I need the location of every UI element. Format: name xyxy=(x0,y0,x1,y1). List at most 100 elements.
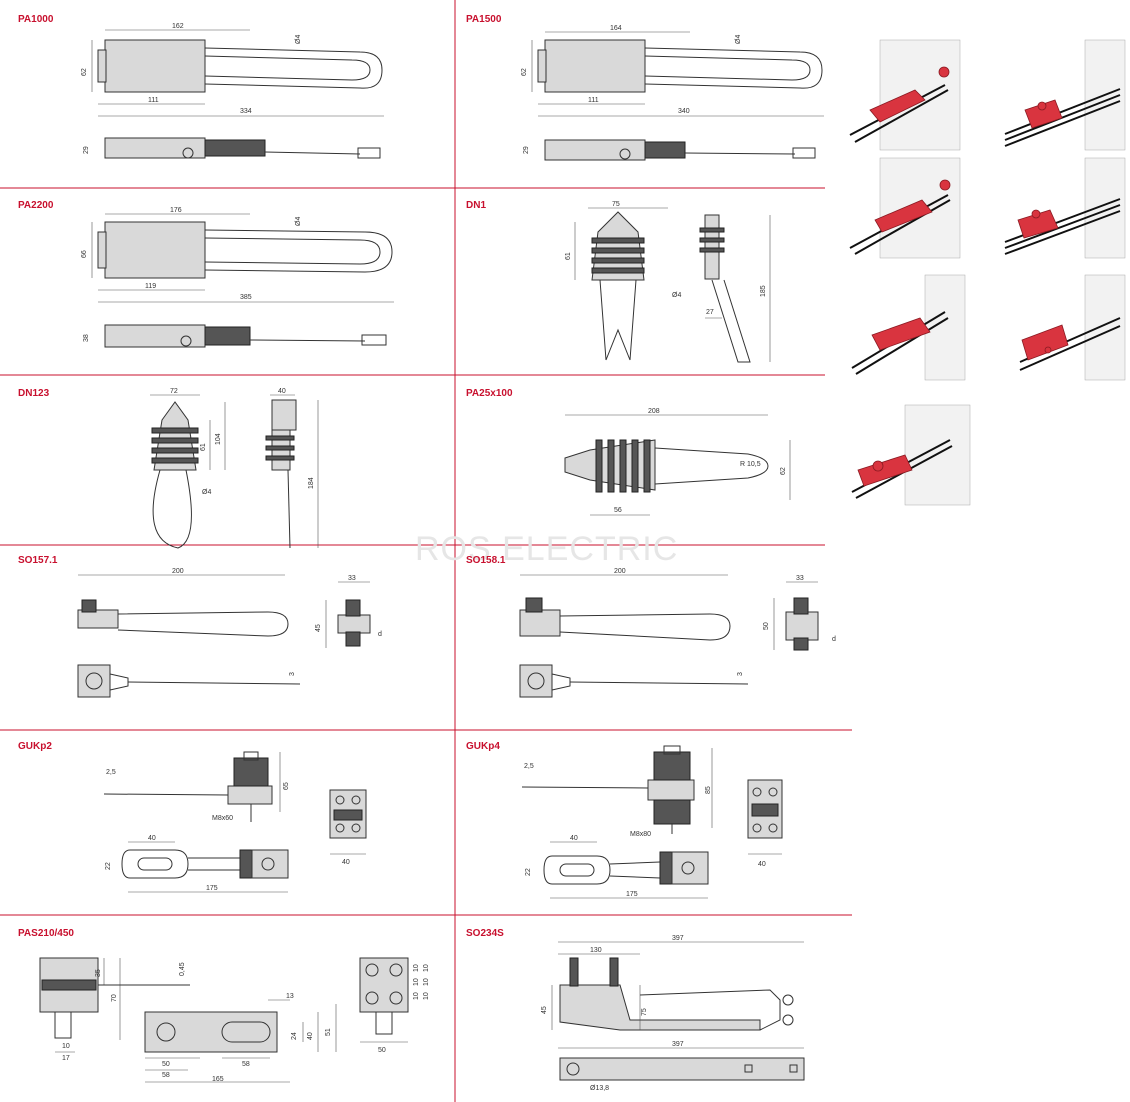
dim-label: 40 xyxy=(307,1032,314,1040)
cell-title: SO157.1 xyxy=(18,555,58,566)
wall-mount-ptv-1-image xyxy=(849,39,961,151)
cell-title: DN1 xyxy=(466,200,486,211)
cell-pa1500: PA1500 164 Ø4 62 111 340 29 xyxy=(466,14,824,161)
dim-label: 75 xyxy=(612,201,620,208)
dim-label: M8x80 xyxy=(630,831,651,838)
pole-mount-junction-3-image xyxy=(1019,274,1126,381)
cell-so158: SO158.1 200 3 33 50 d xyxy=(466,555,836,698)
dim-label: 62 xyxy=(81,68,88,76)
dim-label: 111 xyxy=(148,97,159,104)
dim-label: 10 xyxy=(423,978,430,986)
dim-label: 397 xyxy=(672,1041,684,1048)
cell-dn1: DN1 75 61 Ø4 185 27 xyxy=(466,200,771,363)
dim-label: 75 xyxy=(641,1008,648,1016)
cell-title: GUKp2 xyxy=(18,741,52,752)
cell-title: PA25x100 xyxy=(466,388,513,399)
cell-title: PA1500 xyxy=(466,14,502,25)
dim-label: 58 xyxy=(162,1072,170,1079)
cell-title: SO234S xyxy=(466,928,504,939)
dim-label: 40 xyxy=(278,388,286,395)
dim-label: 61 xyxy=(200,443,207,451)
dim-label: Ø4 xyxy=(202,489,211,496)
dim-label: 10 xyxy=(413,964,420,972)
grid-lines xyxy=(0,0,852,1102)
dim-label: 10 xyxy=(413,992,420,1000)
dim-label: Ø4 xyxy=(295,35,302,44)
dim-label: 176 xyxy=(170,207,182,214)
dim-label: 130 xyxy=(590,947,602,954)
dim-label: Ø4 xyxy=(735,35,742,44)
cell-so157: SO157.1 200 3 33 45 d xyxy=(18,555,382,698)
dim-label: 104 xyxy=(215,433,222,445)
dim-label: 45 xyxy=(315,624,322,632)
dim-label: 162 xyxy=(172,23,184,30)
cell-pa25x100: PA25x100 208 R 10,5 62 56 xyxy=(466,388,791,516)
dim-label: 10 xyxy=(62,1043,70,1050)
dim-label: Ø13,8 xyxy=(590,1085,609,1092)
dim-label: 13 xyxy=(286,993,294,1000)
dim-label: Ø4 xyxy=(672,292,681,299)
dim-label: 56 xyxy=(614,507,622,514)
dim-label: 29 xyxy=(83,146,90,154)
dim-label: d xyxy=(832,636,836,643)
dim-label: Ø4 xyxy=(295,217,302,226)
dim-label: 40 xyxy=(758,861,766,868)
cell-title: GUKp4 xyxy=(466,741,500,752)
wall-mount-ptv-4-image xyxy=(851,404,971,506)
dim-label: 17 xyxy=(62,1055,70,1062)
dim-label: 61 xyxy=(565,252,572,260)
clamp-end xyxy=(97,49,107,83)
dim-label: R 10,5 xyxy=(740,461,761,468)
watermark: ROS ELECTRIC xyxy=(415,530,678,568)
illustrations xyxy=(849,39,1126,506)
dim-label: 50 xyxy=(162,1061,170,1068)
wall-mount-ptv-3-image xyxy=(851,274,966,381)
dim-label: 10 xyxy=(423,992,430,1000)
dim-label: 3 xyxy=(737,672,744,676)
cell-title: PAS210/450 xyxy=(18,928,74,939)
dim-label: 22 xyxy=(525,868,532,876)
dim-label: 185 xyxy=(760,285,767,297)
dim-label: 35 xyxy=(95,969,102,977)
cell-so234s: SO234S 397 130 45 75 397 Ø13,8 xyxy=(466,928,805,1092)
dim-label: 62 xyxy=(521,68,528,76)
cell-title: DN123 xyxy=(18,388,50,399)
dim-label: 51 xyxy=(325,1028,332,1036)
dim-label: 164 xyxy=(610,25,622,32)
dim-label: 175 xyxy=(206,885,218,892)
dim-label: 40 xyxy=(570,835,578,842)
dim-label: 27 xyxy=(706,309,714,316)
dim-label: 3 xyxy=(289,672,296,676)
pole-mount-junction-2-image xyxy=(1004,157,1126,259)
dim-label: 66 xyxy=(81,250,88,258)
dim-label: d xyxy=(378,631,382,638)
cell-pa2200: PA2200 176 Ø4 66 119 385 38 xyxy=(18,200,394,348)
dim-label: 10 xyxy=(413,978,420,986)
dim-label: 2,5 xyxy=(524,763,534,770)
dim-label: 50 xyxy=(763,622,770,630)
dim-label: 72 xyxy=(170,388,178,395)
dim-label: 175 xyxy=(626,891,638,898)
dim-label: 45 xyxy=(541,1006,548,1014)
dim-label: 111 xyxy=(588,97,599,104)
dim-label: 40 xyxy=(148,835,156,842)
dim-label: 50 xyxy=(378,1047,386,1054)
cell-pa1000: PA1000 162 Ø4 62 111 334 29 xyxy=(18,14,384,159)
cell-gukp4: GUKp4 2,5 85 M8x80 40 22 175 40 xyxy=(466,741,783,899)
dim-label: 33 xyxy=(348,575,356,582)
dim-label: 33 xyxy=(796,575,804,582)
wall-mount-ptv-2-image xyxy=(849,157,961,259)
dim-label: 85 xyxy=(705,786,712,794)
dim-label: 38 xyxy=(83,334,90,342)
dim-label: 385 xyxy=(240,294,252,301)
dim-label: 10 xyxy=(423,964,430,972)
dim-label: 0,45 xyxy=(179,962,186,976)
cell-gukp2: GUKp2 2,5 65 M8x60 40 22 175 40 xyxy=(18,741,367,893)
dim-label: 62 xyxy=(780,467,787,475)
dim-label: 119 xyxy=(145,283,156,290)
dim-label: 58 xyxy=(242,1061,250,1068)
dim-label: 200 xyxy=(172,568,184,575)
cell-title: SO158.1 xyxy=(466,555,506,566)
cell-title: PA1000 xyxy=(18,14,54,25)
dim-label: 208 xyxy=(648,408,660,415)
